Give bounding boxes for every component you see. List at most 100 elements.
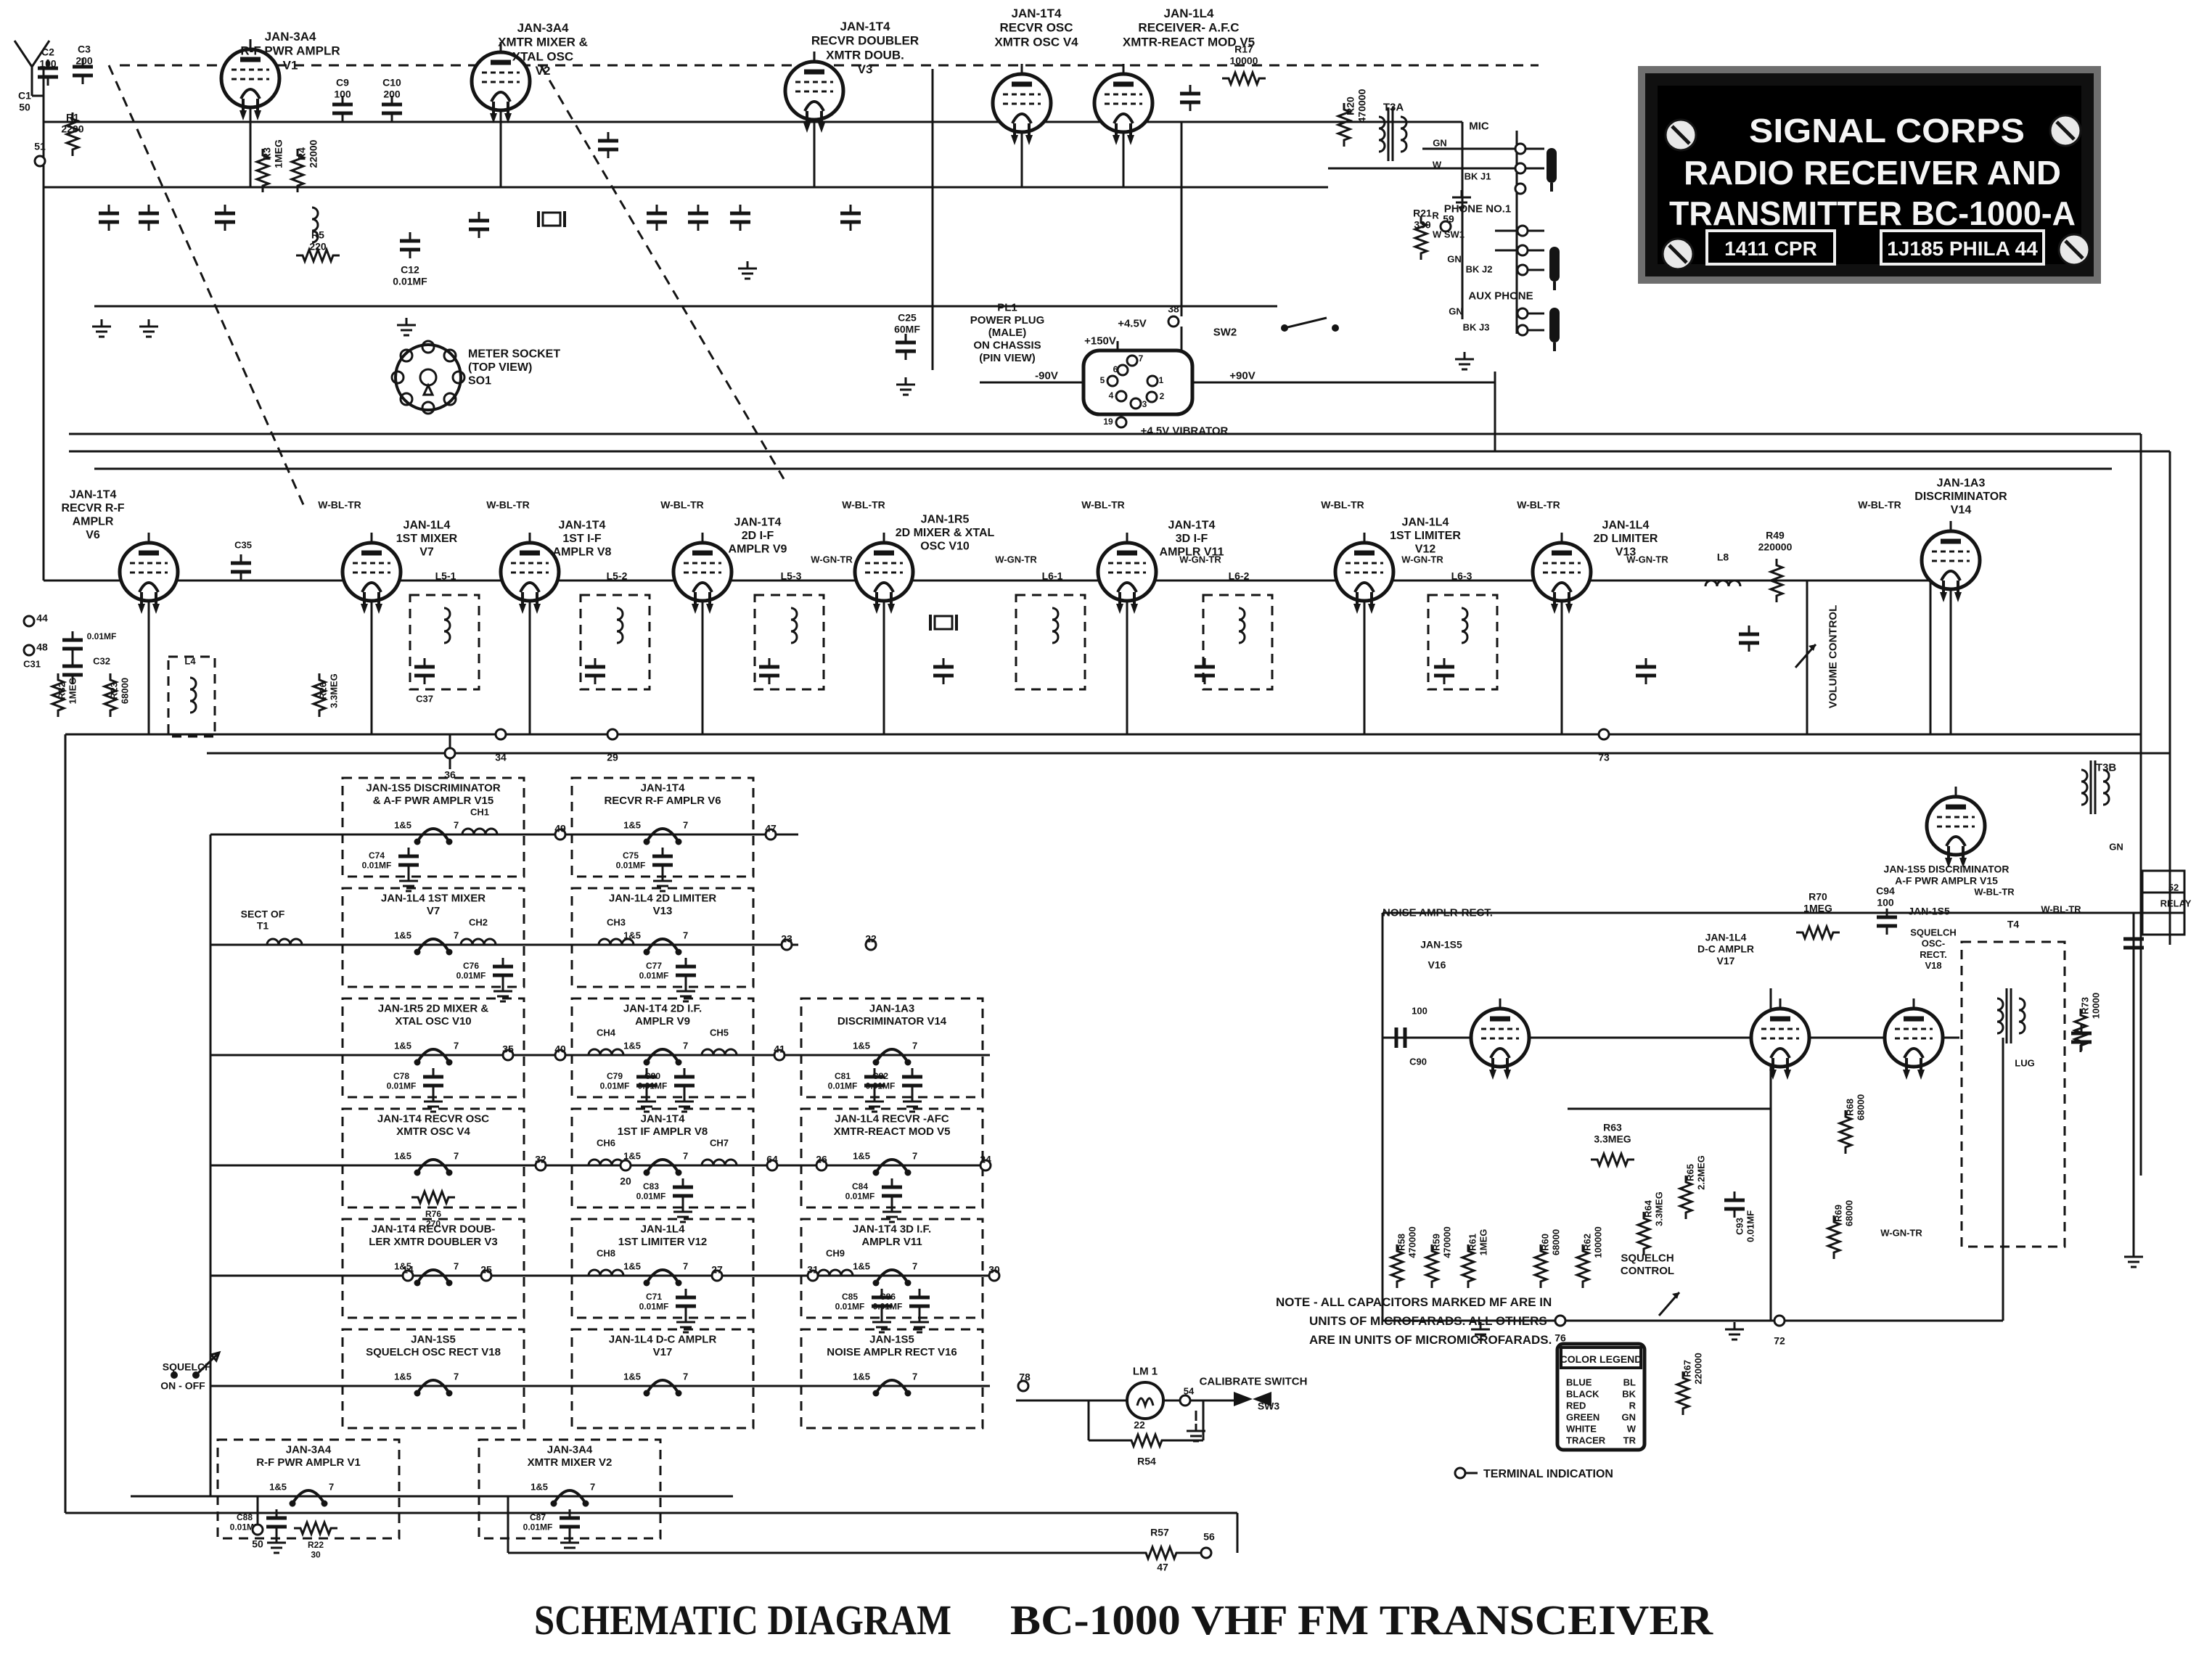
nameplate-tag2-box <box>1880 229 2045 266</box>
pin-label: 7 <box>454 1371 459 1382</box>
pin-label: 7 <box>912 1151 917 1162</box>
vacuum-tube-symbol <box>1471 998 1529 1080</box>
coilv-symbol <box>2102 768 2110 806</box>
schematic-label: 47 <box>765 822 777 834</box>
schematic-label: 7 <box>1139 353 1144 364</box>
vacuum-tube-symbol <box>501 533 559 614</box>
capacitor-symbol <box>909 1289 930 1315</box>
schematic-label: L5-1 <box>435 570 456 581</box>
schematic-label: 64 <box>766 1153 778 1165</box>
term-symbol <box>1146 374 1159 387</box>
vacuum-tube-symbol <box>1098 533 1156 614</box>
legend-color-abbr: W <box>1627 1424 1637 1435</box>
schematic-label: 78 <box>1019 1371 1031 1382</box>
schematic-label: R6968000 <box>1833 1200 1855 1226</box>
capacitor-symbol <box>398 848 419 874</box>
capacitor-symbol <box>676 958 696 984</box>
schematic-label: W-GN-TR <box>1179 554 1221 565</box>
coilv-symbol <box>615 607 624 644</box>
term-symbol <box>1167 315 1180 328</box>
schematic-label: 30 <box>988 1263 1000 1275</box>
schematic-label: AUX PHONE <box>1468 290 1533 302</box>
part-label: CH2 <box>469 917 488 928</box>
vacuum-tube-symbol <box>993 64 1051 145</box>
vacuum-tube-symbol <box>1335 533 1393 614</box>
filament-symbol <box>412 827 454 847</box>
pin-label: 7 <box>683 1371 688 1382</box>
schematic-label: R652.2MEG <box>1685 1155 1707 1190</box>
vacuum-tube-symbol <box>1885 998 1943 1080</box>
part-label: CH7 <box>710 1138 729 1149</box>
schematic-label: ON - OFF <box>160 1379 205 1391</box>
screw-icon <box>2059 234 2089 265</box>
res-symbol <box>1637 1210 1651 1257</box>
schematic-label: R7310000 <box>2080 993 2102 1019</box>
schematic-label: 49 <box>554 822 566 834</box>
dashed-enclosure <box>1015 594 1086 691</box>
schematic-label: W-BL-TR <box>842 499 885 510</box>
res-symbol <box>1138 1546 1184 1560</box>
gnd-symbol <box>1454 350 1475 371</box>
schematic-label: BK J2 <box>1466 264 1493 275</box>
dashed-enclosure <box>1202 594 1274 691</box>
nameplate-tag2: 1J185 PHILA 44 <box>1887 237 2038 260</box>
term-symbol <box>1514 182 1527 195</box>
term-symbol <box>1116 364 1129 377</box>
dashed-enclosure <box>753 594 825 691</box>
pin-label: 7 <box>590 1482 595 1493</box>
schematic-label: 48 <box>36 641 48 652</box>
pot-symbol <box>1658 1291 1681 1317</box>
meter-socket-symbol <box>390 340 466 415</box>
calibrate-switch-symbol <box>1234 1392 1271 1406</box>
filament-symbol <box>642 1268 684 1288</box>
schematic-label: L6-3 <box>1451 570 1472 581</box>
term-symbol <box>1516 263 1529 276</box>
cap-symbol <box>1636 658 1656 684</box>
schematic-label: R31MEG <box>261 139 284 168</box>
resistor-symbol <box>410 1190 456 1205</box>
schematic-label: R263.3MEG <box>318 673 340 708</box>
filament-symbol <box>412 1048 454 1067</box>
pin-label: 7 <box>454 1041 459 1051</box>
res-symbol <box>1676 1370 1690 1416</box>
filament-symbol <box>287 1489 329 1509</box>
pin-label: 1&5 <box>853 1041 870 1051</box>
schematic-label: 76 <box>1554 1332 1566 1343</box>
schematic-label: 26 <box>816 1153 827 1165</box>
cap-symbol <box>730 205 750 231</box>
power-plug-outline <box>1081 348 1195 417</box>
schematic-label: 72 <box>1774 1334 1785 1346</box>
capacitor-symbol <box>652 848 673 874</box>
filament-box <box>341 776 525 878</box>
schematic-label: W-BL-TR <box>1081 499 1125 510</box>
pin-label: 7 <box>683 1151 688 1162</box>
cap-symbol <box>896 334 916 360</box>
pin-label: 1&5 <box>853 1151 870 1162</box>
cap-symbol <box>1724 1191 1745 1218</box>
pin-label: 7 <box>454 820 459 831</box>
cap-symbol <box>231 554 251 581</box>
schematic-label: C930.01MF <box>1734 1210 1756 1242</box>
term-symbol <box>1115 390 1128 403</box>
schematic-label: T3A <box>1383 101 1404 113</box>
term-symbol <box>1115 416 1128 429</box>
dot-symbol <box>1332 324 1339 332</box>
nameplate-line2: RADIO RECEIVER AND <box>1684 154 2061 192</box>
filament-symbol <box>642 938 684 957</box>
capacitor-symbol <box>493 958 513 984</box>
schematic-label: 22 <box>865 932 877 944</box>
